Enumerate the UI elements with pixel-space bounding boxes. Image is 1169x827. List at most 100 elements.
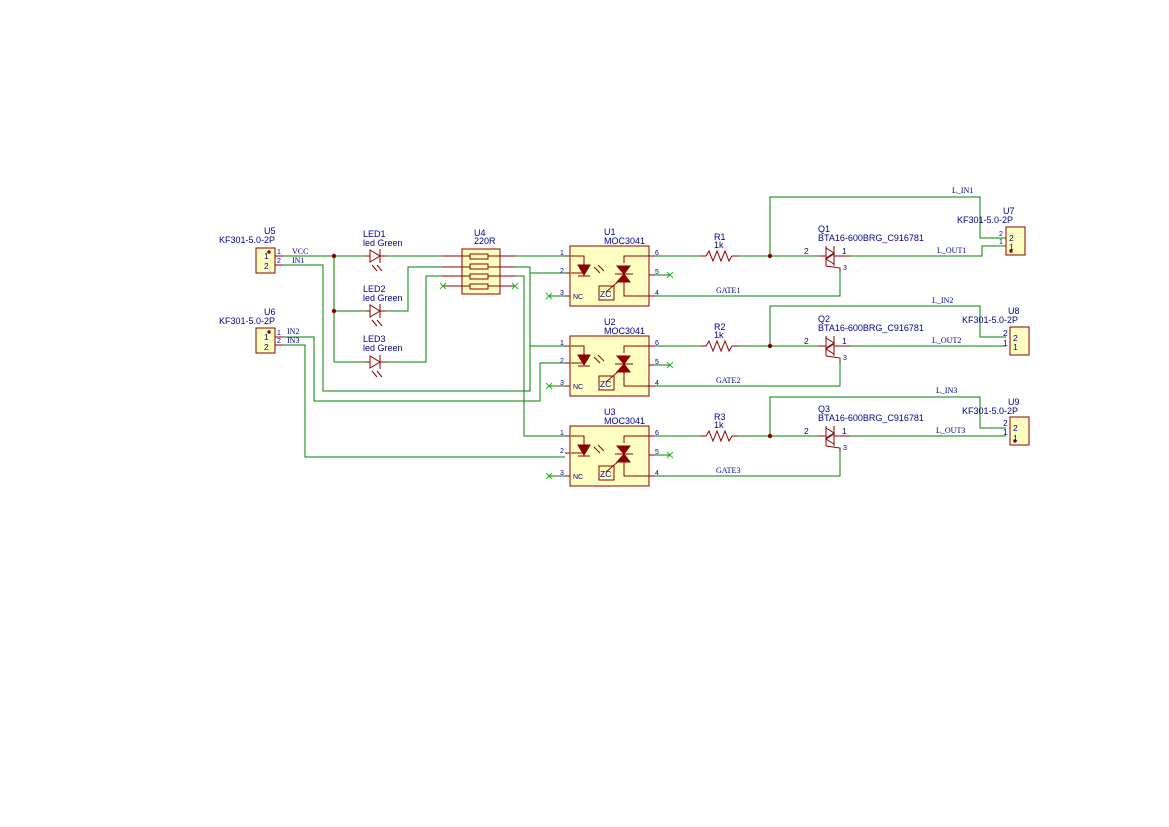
u5-pin1-num: 1 [277, 249, 281, 256]
u7-value: KF301-5.0-2P [957, 215, 1013, 225]
net-labels: VCC IN1 IN2 IN3 GATE1 GATE2 GATE3 L_IN1 … [287, 186, 973, 475]
u6-ref: U6 [264, 307, 276, 317]
net-label-l-out1: L_OUT1 [937, 246, 966, 255]
r1-ref: R1 [714, 232, 726, 242]
u5-value: KF301-5.0-2P [219, 235, 275, 245]
triac-q1[interactable]: Q1 BTA16-600BRG_C916781 2 1 3 [804, 224, 924, 272]
u2-pin6: 6 [655, 340, 659, 347]
q1-value: BTA16-600BRG_C916781 [818, 233, 924, 243]
u2-pin4: 4 [655, 380, 659, 387]
q3-pin2: 2 [804, 426, 809, 436]
u1-pin6: 6 [655, 250, 659, 257]
u9-ref: U9 [1008, 397, 1020, 407]
u2-pin3: 3 [560, 380, 564, 387]
r3-ref: R3 [714, 412, 726, 422]
u1-pin2: 2 [560, 268, 564, 275]
connector-u6[interactable]: U6 KF301-5.0-2P 1 2 1 2 [219, 307, 283, 354]
no-connect-marker [545, 382, 565, 390]
u1-pin3: 3 [560, 290, 564, 297]
net-label-l-in2: L_IN2 [932, 296, 953, 305]
led2-value: led Green [363, 293, 403, 303]
connector-u7[interactable]: U7 KF301-5.0-2P 2 1 2 1 [957, 206, 1026, 256]
net-label-l-in3: L_IN3 [936, 386, 957, 395]
u2-pin2: 2 [560, 358, 564, 365]
net-label-in3: IN3 [287, 336, 299, 345]
u6-pin2-num: 2 [277, 338, 281, 345]
u6-pin1-inner: 1 [264, 332, 269, 342]
led2-ref: LED2 [363, 284, 386, 294]
r1-value: 1k [714, 240, 724, 250]
connector-u8[interactable]: U8 KF301-5.0-2P 2 1 2 1 [962, 306, 1030, 356]
u3-pin3: 3 [560, 470, 564, 477]
q2-ref: Q2 [818, 314, 830, 324]
q2-pin1: 1 [842, 336, 847, 346]
q3-pin3: 3 [843, 445, 847, 452]
u9-pin1-num: 1 [1003, 427, 1008, 437]
q3-value: BTA16-600BRG_C916781 [818, 413, 924, 423]
optocoupler-u3[interactable]: U3 MOC3041 ZC 1 2 3 NC 6 5 4 [560, 407, 659, 487]
u1-nc-label: NC [573, 294, 583, 301]
u1-pin1: 1 [560, 250, 564, 257]
u7-pin1-inner: 1 [1009, 242, 1014, 252]
u8-ref: U8 [1008, 306, 1020, 316]
optocoupler-u2[interactable]: U2 MOC3041 ZC 1 2 3 NC 6 5 4 [560, 317, 659, 397]
u4-ref: U4 [474, 228, 486, 238]
led-led2[interactable]: LED2 led Green [363, 284, 403, 327]
triac-q2[interactable]: Q2 BTA16-600BRG_C916781 2 1 3 [804, 314, 924, 362]
u9-pin2-num: 2 [1003, 418, 1008, 428]
u9-pin1-inner: 1 [1013, 433, 1018, 443]
resistor-r3[interactable]: R3 1k [700, 412, 738, 443]
connector-u5[interactable]: U5 KF301-5.0-2P 1 2 1 2 [219, 226, 283, 274]
net-label-vcc: VCC [292, 247, 308, 256]
u2-pin1: 1 [560, 340, 564, 347]
u1-zc-label: ZC [600, 289, 611, 299]
net-label-in1: IN1 [292, 256, 304, 265]
net-label-l-out2: L_OUT2 [932, 336, 961, 345]
resistor-network-u4[interactable]: U4 220R [442, 228, 516, 295]
resistor-r1[interactable]: R1 1k [700, 232, 738, 263]
optocoupler-u1[interactable]: U1 MOC3041 ZC 1 2 3 NC 6 5 4 [560, 227, 659, 307]
u2-ref: U2 [604, 317, 616, 327]
net-label-l-in1: L_IN1 [952, 186, 973, 195]
u8-pin2-inner: 2 [1013, 333, 1018, 343]
r2-value: 1k [714, 330, 724, 340]
q3-pin1: 1 [842, 426, 847, 436]
led3-ref: LED3 [363, 334, 386, 344]
u5-pin2-inner: 2 [264, 261, 269, 271]
u2-value: MOC3041 [604, 326, 645, 336]
u1-ref: U1 [604, 227, 616, 237]
led-led3[interactable]: LED3 led Green [363, 334, 403, 378]
u5-ref: U5 [264, 226, 276, 236]
net-label-in2: IN2 [287, 327, 299, 336]
net-label-l-out3: L_OUT3 [936, 426, 965, 435]
u7-pin2-num: 2 [999, 231, 1003, 238]
u6-pin1-num: 1 [277, 330, 281, 337]
u2-pin5: 5 [655, 359, 659, 366]
u3-pin5: 5 [655, 449, 659, 456]
resistor-r2[interactable]: R2 1k [700, 322, 738, 353]
u4-value: 220R [474, 236, 496, 246]
u7-pin1-num: 1 [999, 239, 1003, 246]
connector-u9[interactable]: U9 KF301-5.0-2P 2 1 2 1 [962, 397, 1030, 446]
u1-value: MOC3041 [604, 236, 645, 246]
u9-pin2-inner: 2 [1013, 423, 1018, 433]
no-connect-marker [439, 282, 447, 290]
u6-value: KF301-5.0-2P [219, 316, 275, 326]
u7-ref: U7 [1003, 206, 1015, 216]
u8-pin1-inner: 1 [1013, 342, 1018, 352]
junctions [331, 253, 773, 439]
led1-value: led Green [363, 238, 403, 248]
u3-zc-label: ZC [600, 469, 611, 479]
net-label-gate1: GATE1 [716, 286, 740, 295]
u8-value: KF301-5.0-2P [962, 315, 1018, 325]
triac-q3[interactable]: Q3 BTA16-600BRG_C916781 2 1 3 [804, 404, 924, 452]
u3-nc-label: NC [573, 474, 583, 481]
u9-value: KF301-5.0-2P [962, 406, 1018, 416]
led1-ref: LED1 [363, 229, 386, 239]
no-connect-marker [655, 271, 674, 279]
wires [283, 196, 1006, 477]
u6-pin2-inner: 2 [264, 342, 269, 352]
r3-value: 1k [714, 420, 724, 430]
led-led1[interactable]: LED1 led Green [363, 229, 403, 272]
